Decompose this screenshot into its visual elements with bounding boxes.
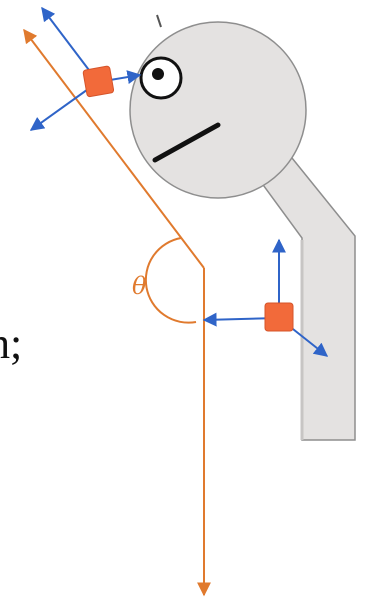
head-sensor-marker bbox=[82, 65, 115, 98]
robot-head bbox=[129, 21, 307, 199]
robot-mouth bbox=[152, 122, 221, 163]
orange-tilted-arrow bbox=[23, 28, 205, 269]
robot-eye bbox=[139, 56, 183, 100]
theta-arc bbox=[144, 237, 197, 324]
theta-label: θ bbox=[132, 272, 147, 300]
partial-text: h; bbox=[0, 319, 22, 368]
robot-neck bbox=[256, 157, 356, 441]
eye-pupil bbox=[152, 68, 164, 80]
robot-head-antenna bbox=[156, 14, 162, 28]
body-sensor-marker bbox=[264, 302, 294, 332]
